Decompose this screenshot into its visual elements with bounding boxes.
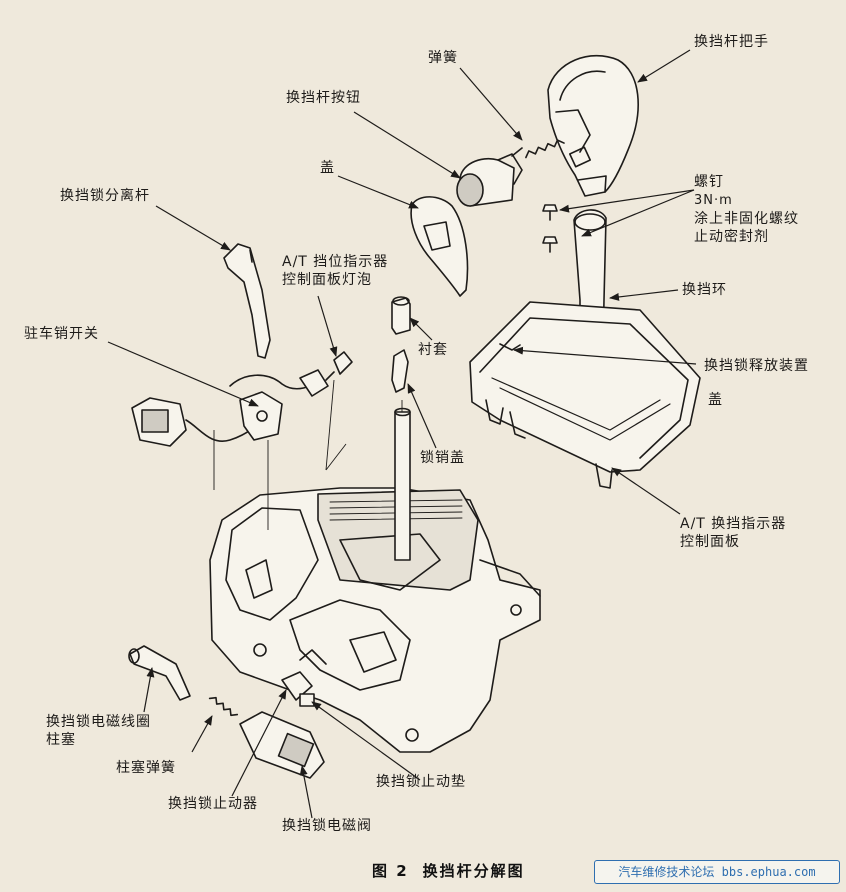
figure-title: 换挡杆分解图	[422, 862, 525, 880]
label-solenoid-plunger-line2: 柱塞	[46, 732, 76, 748]
callout-leaders	[107, 49, 697, 819]
label-solenoid-plunger-line1: 换挡锁电磁线圈	[46, 714, 151, 730]
label-indicator-panel-line2: 控制面板	[680, 534, 740, 550]
label-lock-pin-cover: 锁销盖	[420, 450, 465, 466]
label-cover-top: 盖	[320, 160, 335, 176]
label-shift-lock-solenoid: 换挡锁电磁阀	[282, 818, 372, 834]
label-shift-lever-knob: 换挡杆把手	[694, 34, 769, 50]
screws-part	[542, 204, 558, 253]
label-shift-lock-stop-pad: 换挡锁止动垫	[376, 774, 466, 790]
bushing-part	[391, 296, 411, 335]
label-bushing: 衬套	[418, 342, 448, 358]
shift-knob-part	[547, 55, 639, 197]
spring-part	[511, 139, 565, 159]
indicator-panel-part	[469, 301, 701, 489]
lock-pin-cover-part	[391, 349, 409, 393]
label-cover-right: 盖	[708, 392, 723, 408]
label-spring: 弹簧	[428, 50, 458, 66]
label-shift-lock-release-lever: 换挡锁分离杆	[60, 188, 150, 204]
label-shift-lock-release-device: 换挡锁释放装置	[704, 358, 809, 374]
release-lever-part	[223, 243, 271, 359]
label-indicator-bulb-line2: 控制面板灯泡	[282, 272, 372, 288]
label-screw-torque: 3N·m	[694, 193, 733, 208]
label-shift-lock-stopper: 换挡锁止动器	[168, 796, 258, 812]
indicator-bulb-part	[325, 351, 353, 381]
figure-number: 图 2	[372, 862, 409, 880]
figure-caption: 图 2 换挡杆分解图	[372, 860, 539, 881]
forum-watermark: 汽车维修技术论坛 bbs.ephua.com	[594, 860, 840, 884]
shift-lever-rod	[394, 407, 411, 561]
shift-lock-stop-pad-part	[299, 693, 315, 707]
label-sealant-line1: 涂上非固化螺纹	[694, 211, 799, 227]
label-sealant-line2: 止动密封剂	[694, 229, 769, 245]
plunger-spring-part	[208, 696, 239, 717]
label-park-pin-switch: 驻车销开关	[24, 326, 99, 342]
park-pin-switch-part	[131, 369, 329, 447]
cover-top-part	[410, 196, 469, 297]
label-plunger-spring: 柱塞弹簧	[116, 760, 176, 776]
label-indicator-bulb-line1: A/T 挡位指示器	[282, 254, 389, 270]
label-shift-lever-button: 换挡杆按钮	[286, 90, 361, 106]
label-shift-ring: 换挡环	[682, 282, 727, 298]
shift-lock-stopper-part	[281, 671, 313, 701]
shift-lock-solenoid-part	[239, 711, 325, 779]
label-indicator-panel-line1: A/T 换挡指示器	[680, 516, 787, 532]
shifter-base-housing	[209, 487, 541, 753]
label-screw: 螺钉	[694, 174, 724, 190]
solenoid-plunger-part	[128, 645, 191, 701]
assembly-guide-lines	[213, 379, 403, 530]
shift-button-part	[456, 153, 523, 207]
